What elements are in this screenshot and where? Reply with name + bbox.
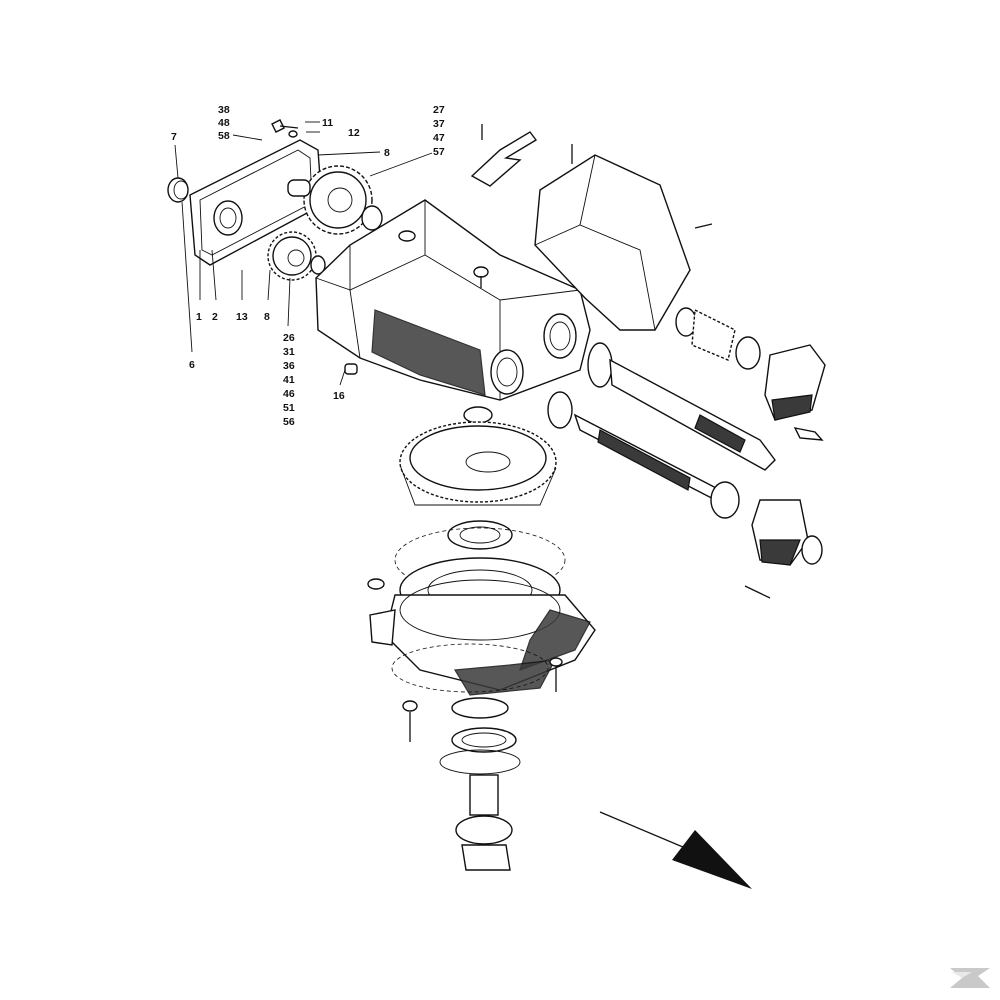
direction-arrow-icon xyxy=(599,811,752,889)
part-number-labels: 38 48 58 7 11 12 8 27 37 47 57 1 2 13 8 … xyxy=(171,104,445,428)
plug xyxy=(344,363,358,375)
label-51: 51 xyxy=(283,402,295,414)
leader-lines xyxy=(174,121,433,386)
label-12: 12 xyxy=(348,127,360,139)
lower-bearing xyxy=(402,697,517,753)
bolt-and-washer xyxy=(271,119,299,138)
label-1: 1 xyxy=(196,311,202,323)
label-26: 26 xyxy=(283,332,295,344)
gear-guard xyxy=(534,154,713,331)
label-13: 13 xyxy=(236,311,248,323)
mounting-bracket xyxy=(470,124,573,187)
upper-gear xyxy=(287,165,383,235)
label-2: 2 xyxy=(212,311,218,323)
output-hub xyxy=(439,749,521,871)
label-46: 46 xyxy=(283,388,295,400)
gearbox-housing xyxy=(315,199,591,401)
label-27: 27 xyxy=(433,104,445,116)
side-cover-plate xyxy=(189,139,323,266)
seal-ring xyxy=(167,177,189,203)
label-56: 56 xyxy=(283,416,295,428)
label-11: 11 xyxy=(322,117,333,129)
main-flange-housing xyxy=(367,578,596,696)
label-6: 6 xyxy=(189,359,195,371)
label-7: 7 xyxy=(171,131,177,143)
label-31: 31 xyxy=(283,346,295,358)
label-41: 41 xyxy=(283,374,295,386)
label-38: 38 xyxy=(218,104,230,116)
label-16: 16 xyxy=(333,390,345,402)
label-8-lower: 8 xyxy=(264,311,270,323)
label-36: 36 xyxy=(283,360,295,372)
output-shaft-assembly xyxy=(547,391,823,599)
label-37: 37 xyxy=(433,118,445,130)
label-8-upper: 8 xyxy=(384,147,390,159)
label-48: 48 xyxy=(218,117,230,129)
label-57: 57 xyxy=(433,146,445,158)
label-58: 58 xyxy=(218,130,230,142)
label-47: 47 xyxy=(433,132,445,144)
bevel-crown-gear xyxy=(399,406,557,506)
brand-logo-icon xyxy=(950,968,990,988)
lower-gear xyxy=(267,231,326,281)
input-shaft-assembly xyxy=(587,307,826,471)
